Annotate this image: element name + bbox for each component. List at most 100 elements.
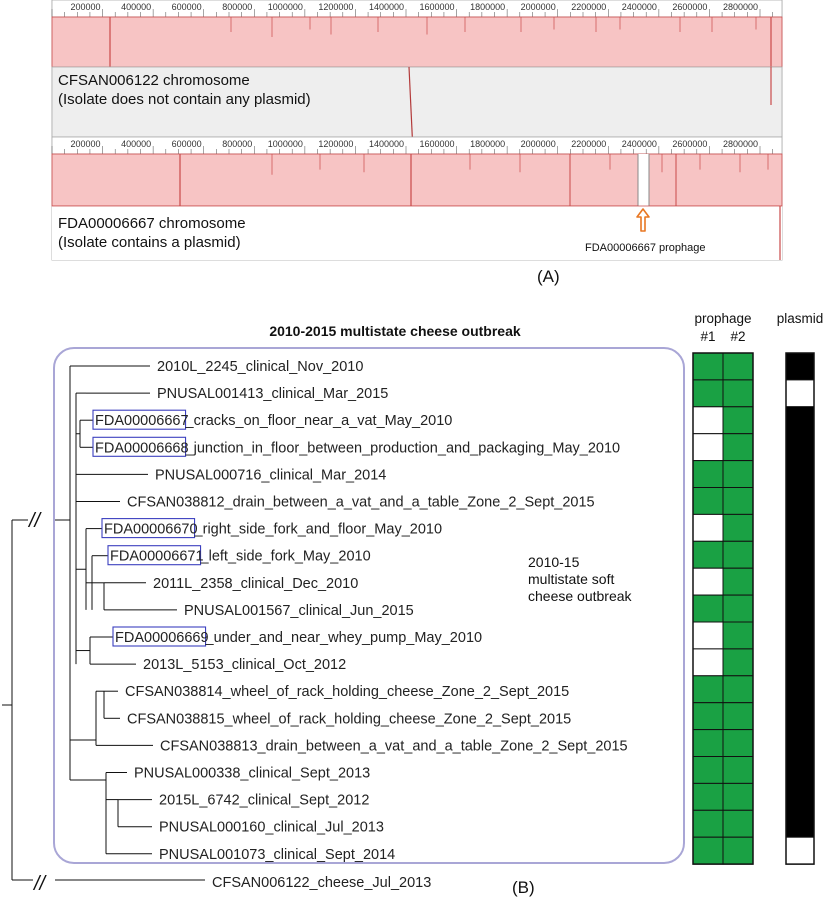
ruler-tick-label: 2800000 xyxy=(723,2,758,12)
plasmid-cell xyxy=(785,540,815,569)
prophage2-cell xyxy=(722,675,754,704)
ruler-tick-label: 2200000 xyxy=(571,139,606,149)
ruler-tick-label: 2400000 xyxy=(622,139,657,149)
leaf-label: CFSAN038815_wheel_of_rack_holding_cheese… xyxy=(127,711,571,727)
outgroup-label: CFSAN006122_cheese_Jul_2013 xyxy=(212,875,431,891)
ruler-tick-label: 1800000 xyxy=(470,139,505,149)
ruler-tick-label: 1000000 xyxy=(268,139,303,149)
ruler-tick-label: 1600000 xyxy=(420,139,455,149)
prophage2-cell xyxy=(722,836,754,865)
plasmid-cell xyxy=(785,809,815,838)
prophage-col2-header: #2 xyxy=(730,329,745,344)
prophage2-cell xyxy=(722,782,754,811)
prophage2-cell xyxy=(722,594,754,623)
ruler-tick-label: 400000 xyxy=(121,2,151,12)
prophage2-cell xyxy=(722,540,754,569)
leaf-label: CFSAN038813_drain_between_a_vat_and_a_ta… xyxy=(160,738,628,754)
leaf-id: FDA00006671 xyxy=(110,549,204,565)
prophage2-cell xyxy=(722,702,754,731)
leaf-label: _cracks_on_floor_near_a_vat_May_2010 xyxy=(185,413,453,429)
prophage2-cell xyxy=(722,487,754,515)
panel-a-label: (A) xyxy=(537,267,560,286)
prophage2-cell xyxy=(722,809,754,838)
highlight-box xyxy=(107,545,202,566)
prophage1-cell xyxy=(692,433,724,462)
ruler-tick-label: 400000 xyxy=(121,139,151,149)
panel-b-label: (B) xyxy=(512,878,535,897)
plasmid-cell xyxy=(785,782,815,811)
leaf-label: _junction_in_floor_between_production_an… xyxy=(185,440,621,456)
ruler-tick-label: 1600000 xyxy=(420,2,455,12)
ruler-tick-label: 1400000 xyxy=(369,139,404,149)
plasmid-cell xyxy=(785,729,815,757)
leaf-label: 2015L_6742_clinical_Sept_2012 xyxy=(159,793,369,809)
leaf-label: PNUSAL001073_clinical_Sept_2014 xyxy=(159,847,395,863)
prophage1-cell xyxy=(692,594,724,623)
plasmid-cell xyxy=(785,433,815,462)
track1-note: (Isolate does not contain any plasmid) xyxy=(58,91,311,108)
prophage-col1-header: #1 xyxy=(700,329,715,344)
plasmid-cell xyxy=(785,513,815,542)
prophage-arrow-icon xyxy=(636,208,650,232)
prophage1-cell xyxy=(692,702,724,731)
outbreak-title: 2010-2015 multistate cheese outbreak xyxy=(269,323,521,339)
ruler-tick-label: 600000 xyxy=(172,139,202,149)
plasmid-cell xyxy=(785,756,815,784)
prophage1-cell xyxy=(692,836,724,865)
track2-name: FDA00006667 chromosome xyxy=(58,215,246,232)
annotation-line1: 2010-15 xyxy=(528,554,580,570)
leaf-label: PNUSAL000338_clinical_Sept_2013 xyxy=(134,766,370,782)
track1-variation-lines xyxy=(109,17,772,67)
plasmid-cell xyxy=(785,702,815,731)
prophage2-cell xyxy=(722,406,754,435)
track2-coverage xyxy=(51,153,783,207)
ruler-tick-label: 1800000 xyxy=(470,2,505,12)
ruler-tick-label: 1000000 xyxy=(268,2,303,12)
tree-branches xyxy=(2,365,205,881)
prophage1-cell xyxy=(692,406,724,435)
break-mark-lower: // xyxy=(32,873,48,895)
leaf-label: 2011L_2358_clinical_Dec_2010 xyxy=(153,576,358,592)
plasmid-column-outline xyxy=(785,352,815,865)
leaf-label: PNUSAL000160_clinical_Jul_2013 xyxy=(159,820,384,836)
leaf-id: FDA00006670 xyxy=(104,522,198,538)
highlight-box xyxy=(101,518,196,539)
highlight-box xyxy=(92,436,187,457)
leaf-label: PNUSAL000716_clinical_Mar_2014 xyxy=(155,467,386,483)
leaf-label: CFSAN038814_wheel_of_rack_holding_cheese… xyxy=(125,684,569,700)
highlight-box xyxy=(112,626,207,647)
ruler-tick-label: 2800000 xyxy=(723,139,758,149)
leaf-label: _right_side_fork_and_floor_May_2010 xyxy=(194,522,442,538)
prophage1-cell xyxy=(692,782,724,811)
track2-label-area xyxy=(52,206,782,260)
leaf-label: _under_and_near_whey_pump_May_2010 xyxy=(205,630,483,646)
prophage2-cell xyxy=(722,379,754,408)
track1-name: CFSAN006122 chromosome xyxy=(58,72,250,89)
track2-variation-lines xyxy=(179,154,769,206)
prophage1-cell xyxy=(692,487,724,515)
prophage1-cell xyxy=(692,567,724,596)
plasmid-cell xyxy=(785,379,815,408)
leaf-label: _left_side_fork_May_2010 xyxy=(200,549,371,565)
highlight-box xyxy=(92,409,187,430)
plasmid-header: plasmid xyxy=(777,311,824,326)
plasmid-cell xyxy=(785,648,815,677)
prophage1-cell xyxy=(692,756,724,784)
leaf-label: CFSAN038812_drain_between_a_vat_and_a_ta… xyxy=(127,495,595,511)
leaf-label: 2010L_2245_clinical_Nov_2010 xyxy=(157,359,363,375)
prophage1-cell xyxy=(692,621,724,650)
prophage1-cell xyxy=(692,352,724,381)
prophage2-cell xyxy=(722,567,754,596)
leaf-label: 2013L_5153_clinical_Oct_2012 xyxy=(143,657,346,673)
leaf-label: PNUSAL001413_clinical_Mar_2015 xyxy=(157,386,388,402)
prophage-label: FDA00006667 prophage xyxy=(585,242,705,254)
ruler-tick-label: 1200000 xyxy=(318,2,353,12)
ruler-tick-label: 2000000 xyxy=(521,2,556,12)
ruler-tick-label: 800000 xyxy=(222,2,252,12)
panel-b-phylogeny: 2010-2015 multistate cheese outbreak pro… xyxy=(2,311,823,897)
prophage1-cell xyxy=(692,648,724,677)
outbreak-box xyxy=(53,347,685,864)
prophage1-cell xyxy=(692,460,724,489)
